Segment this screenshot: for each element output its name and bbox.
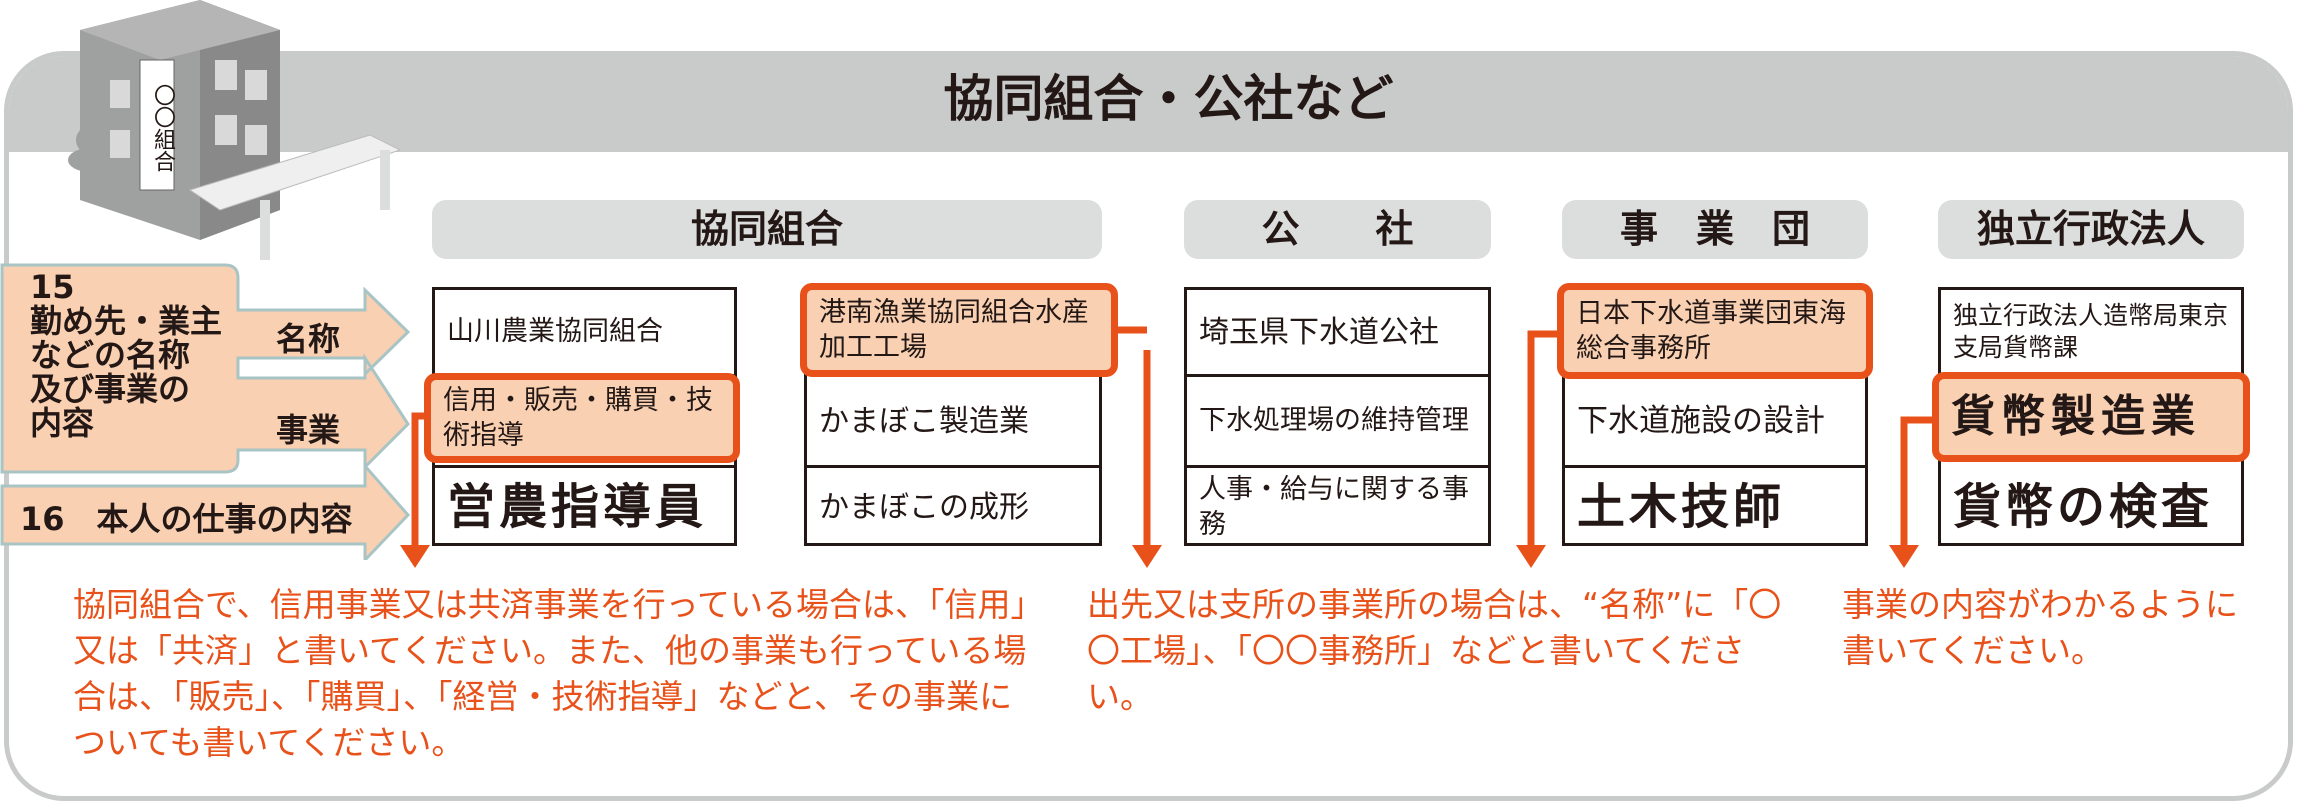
example-name: 埼玉県下水道公社 <box>1187 290 1488 377</box>
note-cooperative: 協同組合で、信用事業又は共済事業を行っている場合は、「信用」又は「共済」と書いて… <box>73 585 1028 762</box>
section-header-admin-corp: 独立行政法人 <box>1938 200 2244 259</box>
page-title: 協同組合・公社など <box>943 70 1394 128</box>
business-arrow-label: 事業 <box>276 411 341 449</box>
example-name-highlight: 港南漁業協同組合水産加工工場 <box>800 283 1118 377</box>
example-business-highlight: 貨幣製造業 <box>1932 372 2250 462</box>
header-band <box>9 56 2288 152</box>
example-name: 独立行政法人造幣局東京支局貨幣課 <box>1941 290 2241 377</box>
label-arrows <box>0 263 411 560</box>
note-branch-office: 出先又は支所の事業所の場合は、“名称”に「〇〇工場」、「〇〇事務所」などと書いて… <box>1087 585 1782 716</box>
example-business: かまぼこ製造業 <box>807 377 1099 468</box>
section-header-agency: 事 業 団 <box>1562 200 1868 259</box>
example-job: 貨幣の検査 <box>1953 478 2214 535</box>
example-name-highlight: 日本下水道事業団東海総合事務所 <box>1557 283 1873 379</box>
q16-label: 16 本人の仕事の内容 <box>20 500 353 538</box>
example-job: 人事・給与に関する事務 <box>1199 473 1469 540</box>
section-header-public-corp: 公 社 <box>1184 200 1491 259</box>
name-arrow-label: 名称 <box>276 320 341 358</box>
building-sign: 〇〇組合 <box>150 84 175 172</box>
example-job: 営農指導員 <box>447 478 708 535</box>
example-card-3: 埼玉県下水道公社 下水処理場の維持管理 人事・給与に関する事務 <box>1184 287 1491 546</box>
q15-label: 15 勤め先・業主 などの名称 及び事業の 内容 <box>30 268 223 442</box>
example-business-spacer <box>435 377 734 468</box>
section-header-cooperative: 協同組合 <box>432 200 1102 259</box>
building-illustration <box>68 0 400 260</box>
example-job: かまぼこの成形 <box>819 489 1029 525</box>
example-business: 下水道施設の設計 <box>1565 377 1865 468</box>
note-business-content: 事業の内容がわかるように書いてください。 <box>1842 585 2238 670</box>
example-name: 山川農業協同組合 <box>435 290 734 377</box>
example-job: 土木技師 <box>1577 478 1786 535</box>
example-business: 下水処理場の維持管理 <box>1187 377 1488 468</box>
example-business-highlight: 信用・販売・購買・技術指導 <box>424 373 740 463</box>
